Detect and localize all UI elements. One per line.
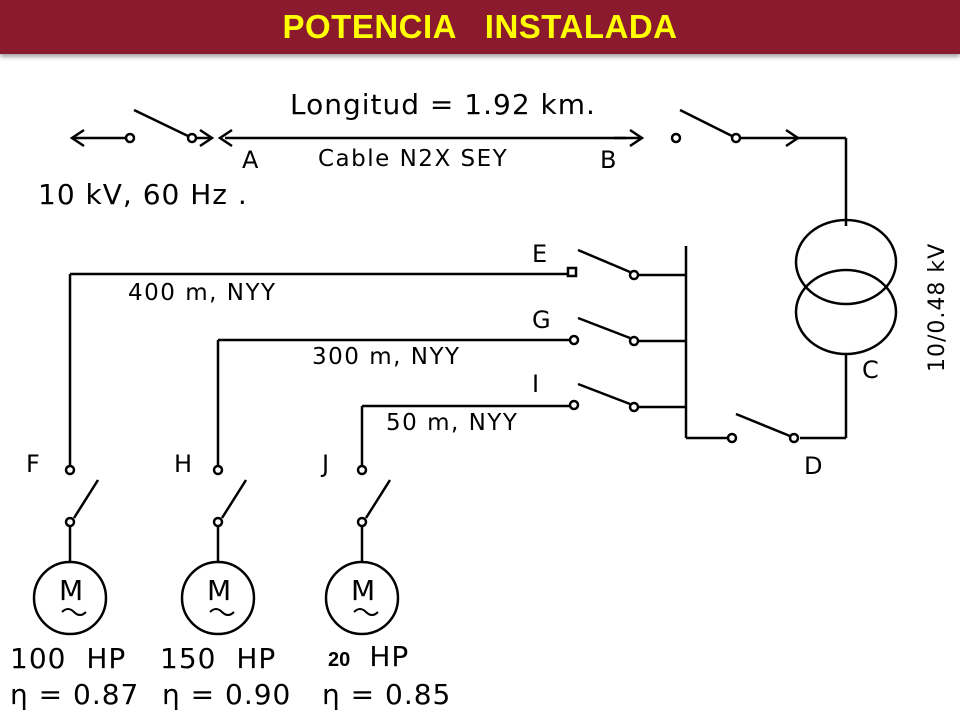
transformer-rating: 10/0.48 kV [925, 243, 950, 372]
feeder-label-400m: 400 m, NYY [128, 280, 277, 306]
hv-line [69, 108, 848, 226]
node-C: C [862, 356, 879, 384]
transformer-symbol [794, 218, 898, 440]
node-D: D [804, 452, 822, 480]
node-G: G [532, 306, 551, 334]
title-bar: POTENCIA INSTALADA [0, 0, 960, 54]
busbar [684, 246, 800, 444]
motor-2-efficiency: η = 0.90 [162, 678, 291, 711]
node-H: H [174, 450, 192, 478]
motor-3-power: 20 HP [328, 640, 409, 673]
motor-2-power-value: 150 [160, 642, 216, 675]
node-E: E [532, 240, 547, 268]
motor-2-power-unit: HP [236, 642, 276, 675]
node-F: F [26, 450, 40, 478]
feeder-switches [566, 248, 686, 413]
motor-branch-1 [32, 464, 108, 636]
node-J: J [320, 450, 329, 478]
supply-label: 10 kV, 60 Hz . [38, 178, 248, 211]
motor-branch-3 [324, 464, 400, 636]
motor-2-power: 150 HP [160, 642, 276, 675]
motor-1-symbol: M [59, 574, 84, 607]
feeder-label-50m: 50 m, NYY [386, 410, 518, 436]
line-length-label: Longitud = 1.92 km. [290, 88, 596, 121]
cable-type-label: Cable N2X SEY [318, 146, 508, 172]
motor-3-efficiency: η = 0.85 [322, 678, 451, 711]
page-title: POTENCIA INSTALADA [282, 8, 678, 45]
motor-branch-2 [180, 464, 256, 636]
motor-1-power-value: 100 [10, 642, 66, 675]
motor-1-power: 100 HP [10, 642, 126, 675]
node-I: I [532, 370, 539, 398]
node-B: B [600, 146, 616, 174]
feeder-cables [68, 272, 570, 466]
node-A: A [242, 146, 259, 174]
motor-3-symbol: M [351, 574, 376, 607]
motor-2-symbol: M [207, 574, 232, 607]
motor-1-power-unit: HP [86, 642, 126, 675]
feeder-label-300m: 300 m, NYY [312, 344, 461, 370]
motor-3-power-unit: HP [369, 640, 409, 673]
motor-1-efficiency: η = 0.87 [10, 678, 139, 711]
motor-3-power-value: 20 [328, 649, 350, 671]
